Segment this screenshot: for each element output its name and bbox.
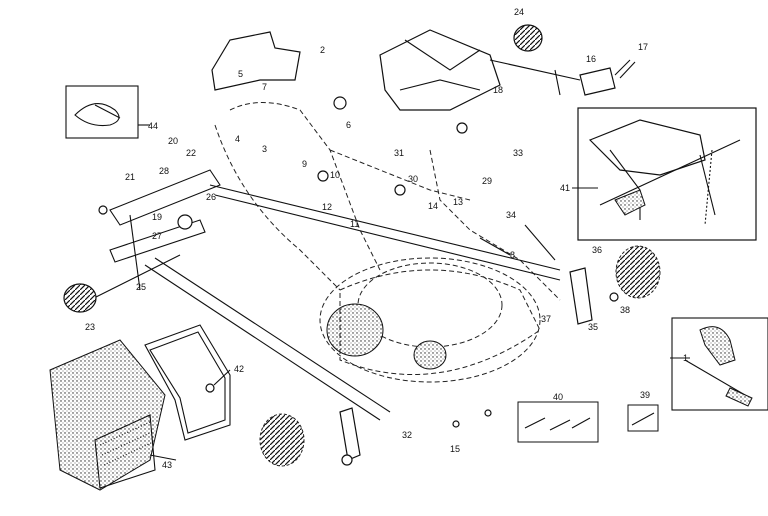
label-30: 30 bbox=[408, 174, 418, 184]
front-axle-bar bbox=[89, 169, 221, 301]
label-40: 40 bbox=[553, 392, 563, 402]
label-8a: 8 bbox=[510, 250, 515, 260]
throttle-control bbox=[579, 59, 636, 96]
bolt-15 bbox=[452, 420, 460, 428]
label-14: 14 bbox=[428, 201, 438, 211]
label-7: 7 bbox=[262, 82, 267, 92]
label-9: 9 bbox=[302, 159, 307, 169]
mower-deck bbox=[319, 257, 541, 383]
label-42: 42 bbox=[234, 364, 244, 374]
height-plate-left bbox=[339, 407, 361, 461]
knob-27 bbox=[177, 214, 193, 230]
label-6: 6 bbox=[346, 120, 351, 130]
height-plate-right bbox=[569, 267, 593, 325]
nut-31b bbox=[456, 122, 468, 134]
label-28: 28 bbox=[159, 166, 169, 176]
label-12: 12 bbox=[322, 202, 332, 212]
wheel-left-front bbox=[63, 283, 97, 313]
label-37: 37 bbox=[541, 314, 551, 324]
upper-handle-grip bbox=[379, 29, 581, 111]
washer-38b bbox=[341, 454, 353, 466]
label-22: 22 bbox=[186, 148, 196, 158]
label-15: 15 bbox=[450, 444, 460, 454]
bolt-22 bbox=[98, 205, 108, 215]
label-10: 10 bbox=[330, 170, 340, 180]
grass-bag-frame bbox=[144, 324, 231, 441]
label-26: 26 bbox=[206, 192, 216, 202]
label-4: 4 bbox=[235, 134, 240, 144]
nut-31 bbox=[394, 184, 406, 196]
wheel-top bbox=[513, 24, 543, 52]
inset-cable-detail bbox=[671, 317, 768, 411]
inset-clip-detail bbox=[65, 85, 139, 139]
wheel-right-rear bbox=[615, 245, 661, 299]
wheel-left-rear bbox=[259, 413, 305, 467]
label-31: 31 bbox=[394, 148, 404, 158]
label-23: 23 bbox=[85, 322, 95, 332]
label-35: 35 bbox=[588, 322, 598, 332]
inset-handle-detail bbox=[577, 107, 757, 241]
label-1: 1 bbox=[683, 353, 688, 363]
front-left-wheel bbox=[326, 303, 384, 357]
part-39-bracket bbox=[627, 404, 659, 432]
label-5: 5 bbox=[238, 69, 243, 79]
label-11: 11 bbox=[350, 219, 359, 229]
label-25: 25 bbox=[136, 282, 146, 292]
leader-lines bbox=[138, 124, 690, 461]
label-16: 16 bbox=[586, 54, 596, 64]
label-17: 17 bbox=[638, 42, 648, 52]
label-24: 24 bbox=[514, 7, 524, 17]
part-40-linkage bbox=[517, 401, 599, 443]
label-19: 19 bbox=[152, 212, 162, 222]
label-33: 33 bbox=[513, 148, 523, 158]
label-29: 29 bbox=[482, 176, 492, 186]
label-44: 44 bbox=[148, 121, 158, 131]
spring-34 bbox=[524, 224, 556, 261]
bracket-16 bbox=[333, 96, 347, 110]
rear-cross-rod bbox=[144, 184, 561, 421]
label-43: 43 bbox=[162, 460, 172, 470]
label-21: 21 bbox=[125, 172, 135, 182]
grass-catcher-bag bbox=[49, 339, 166, 491]
part-5-bracket bbox=[211, 31, 301, 91]
label-3: 3 bbox=[262, 144, 267, 154]
label-32: 32 bbox=[402, 430, 412, 440]
label-2: 2 bbox=[320, 45, 325, 55]
clip-8 bbox=[479, 237, 511, 256]
label-13: 13 bbox=[453, 197, 463, 207]
label-41: 41 bbox=[560, 183, 570, 193]
handle-assembly bbox=[214, 102, 561, 301]
bolt-22b bbox=[484, 409, 492, 417]
label-36: 36 bbox=[592, 245, 602, 255]
label-20: 20 bbox=[168, 136, 178, 146]
knob-10 bbox=[317, 170, 329, 182]
washer-38a bbox=[609, 292, 619, 302]
label-18: 18 bbox=[493, 85, 503, 95]
part-number-labels: 1 2 3 4 5 6 7 8 9 10 11 12 13 14 15 16 1… bbox=[85, 7, 688, 470]
label-38: 38 bbox=[620, 305, 630, 315]
label-39: 39 bbox=[640, 390, 650, 400]
label-34: 34 bbox=[506, 210, 516, 220]
label-27: 27 bbox=[152, 231, 162, 241]
